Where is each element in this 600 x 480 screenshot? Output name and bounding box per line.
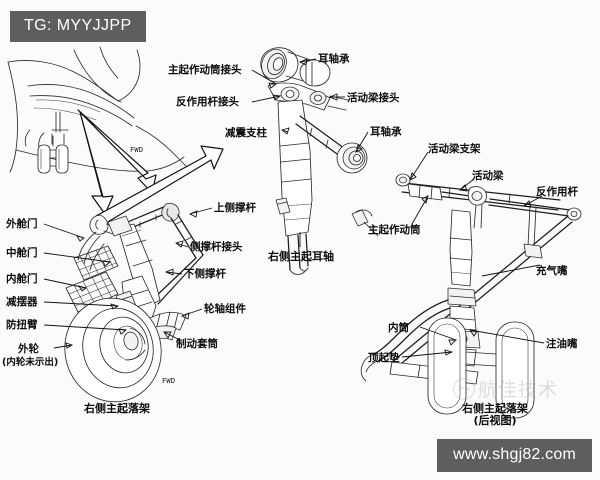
- fwd-marker-bottom: FWD: [162, 377, 176, 385]
- label-ear-bearing-top: 耳轴承: [318, 53, 350, 65]
- middle-small-fitting: [351, 209, 379, 237]
- label-brake-sleeve: 制动套筒: [176, 338, 218, 350]
- ear-bearing-right: [336, 142, 368, 174]
- label-shock-strut: 减震支柱: [225, 127, 267, 139]
- label-outer-door: 外舱门: [6, 218, 38, 230]
- callout-arrow-1: [77, 109, 157, 194]
- outer-wheel: [64, 297, 162, 403]
- trunnion-yoke: [267, 82, 349, 111]
- label-outer-wheel-note: (内轮未示出): [2, 357, 59, 368]
- label-air-valve: 充气嘴: [536, 265, 568, 277]
- label-jack-pad: 顶起垫: [368, 352, 400, 364]
- aircraft-vignette: [7, 46, 191, 174]
- label-middle-door: 中舱门: [6, 247, 38, 259]
- caption-left-panel: 右侧主起落架: [84, 402, 150, 415]
- callout-arrow-3: [95, 145, 224, 227]
- caption-right-panel-line1: 右侧主起落架: [462, 402, 528, 415]
- tag-badge: TG: MYYJJPP: [10, 11, 146, 42]
- fwd-marker-top: FWD: [130, 146, 144, 154]
- source-url-badge: www.shgj82.com: [437, 439, 592, 472]
- right-panel-artwork: [360, 173, 582, 419]
- left-curved-arm: [360, 299, 451, 382]
- bogie-bracket: [467, 186, 487, 229]
- caption-middle-panel: 右侧主起耳轴: [268, 250, 334, 263]
- label-bogie-bracket: 活动梁支架: [428, 143, 481, 155]
- label-side-stay-joint: 侧撑杆接头: [190, 241, 243, 253]
- label-bogie-beam-joint: 活动梁接头: [347, 92, 400, 104]
- label-inner-door: 内舱门: [6, 273, 38, 285]
- label-reaction-rod-joint: 反作用杆接头: [176, 96, 239, 108]
- label-shimmy-damper: 减摆器: [6, 296, 38, 308]
- trunnion-barrel: [260, 47, 331, 87]
- label-outer-wheel: 外轮: [18, 343, 39, 355]
- label-ear-bearing-right: 耳轴承: [370, 126, 402, 138]
- middle-panel-artwork: [260, 47, 379, 275]
- label-reaction-rod: 反作用杆: [536, 186, 578, 198]
- label-bogie-beam: 活动梁: [472, 170, 504, 182]
- label-inner-cylinder: 内筒: [388, 322, 409, 334]
- label-actuator-joint: 主起作动筒接头: [168, 64, 242, 76]
- label-torque-link: 防扭臂: [6, 319, 38, 331]
- label-main-actuator: 主起作动筒: [368, 224, 421, 236]
- left-main-gear-assembly: [64, 203, 204, 403]
- label-axle-assembly: 轮轴组件: [204, 303, 246, 315]
- label-upper-side-stay: 上侧撑杆: [214, 202, 256, 214]
- left-panel-artwork: [7, 46, 224, 403]
- label-lower-side-stay: 下侧撑杆: [184, 268, 226, 280]
- label-oil-filler: 注油嘴: [546, 338, 578, 350]
- caption-right-panel-line2: (后视图): [473, 414, 517, 427]
